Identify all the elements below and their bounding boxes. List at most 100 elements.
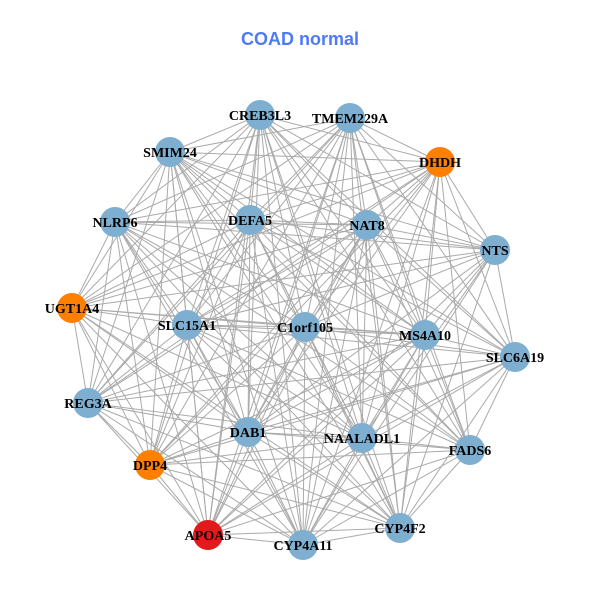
edge-SLC15A1-SLC6A19 (186, 324, 516, 358)
edge-CREB3L3-SMIM24 (169, 114, 261, 153)
edge-SLC15A1-REG3A (87, 324, 188, 404)
edge-NLRP6-C1orf105 (114, 221, 306, 328)
edge-DHDH-NTS (439, 161, 496, 251)
edge-SMIM24-CYP4F2 (169, 151, 401, 529)
edge-NLRP6-NTS (114, 221, 496, 251)
edge-NAT8-UGT1A4 (71, 224, 368, 309)
edge-CREB3L3-DHDH (259, 114, 441, 163)
node-label-FADS6: FADS6 (449, 444, 492, 459)
edge-NAT8-NTS (366, 224, 496, 251)
edge-UGT1A4-APOA5 (71, 307, 209, 536)
edge-SMIM24-NTS (169, 151, 496, 251)
node-DAB1 (233, 417, 263, 447)
edge-DHDH-SMIM24 (169, 151, 441, 163)
edge-UGT1A4-CYP4A11 (71, 307, 304, 546)
edge-MS4A10-REG3A (87, 334, 426, 404)
edge-MS4A10-SLC6A19 (424, 334, 516, 358)
edge-TMEM229A-CYP4A11 (302, 117, 351, 546)
node-NAALADL1 (347, 423, 377, 453)
node-NAT8 (352, 210, 382, 240)
edge-DAB1-CYP4A11 (247, 431, 304, 546)
edge-TMEM229A-DHDH (349, 117, 441, 163)
edge-SMIM24-NAALADL1 (169, 151, 363, 439)
edge-NLRP6-UGT1A4 (71, 221, 116, 309)
edge-NLRP6-CYP4F2 (114, 221, 401, 529)
edge-CREB3L3-FADS6 (259, 114, 471, 451)
edge-NTS-SLC15A1 (186, 249, 496, 326)
edge-SLC6A19-CYP4A11 (302, 356, 516, 546)
edge-DEFA5-CYP4F2 (249, 219, 401, 529)
edge-REG3A-CYP4A11 (87, 402, 304, 546)
node-SLC6A19 (500, 342, 530, 372)
edge-SLC15A1-DPP4 (149, 324, 188, 466)
edge-FADS6-CYP4F2 (399, 449, 471, 529)
edge-SMIM24-DPP4 (149, 151, 171, 466)
node-NLRP6 (100, 207, 130, 237)
edge-SMIM24-MS4A10 (169, 151, 426, 336)
node-CREB3L3 (245, 100, 275, 130)
edge-UGT1A4-REG3A (71, 307, 89, 404)
edge-APOA5-CYP4A11 (207, 534, 304, 546)
edge-SMIM24-CYP4A11 (169, 151, 304, 546)
edge-FADS6-DPP4 (149, 449, 471, 466)
edge-SLC6A19-FADS6 (469, 356, 516, 451)
edge-SLC15A1-DAB1 (186, 324, 249, 433)
edge-SMIM24-SLC6A19 (169, 151, 516, 358)
edge-DHDH-SLC6A19 (439, 161, 516, 358)
edge-SMIM24-REG3A (87, 151, 171, 404)
node-label-CYP4F2: CYP4F2 (374, 522, 425, 537)
node-DEFA5 (235, 205, 265, 235)
edge-TMEM229A-NAT8 (349, 117, 368, 226)
edge-DEFA5-UGT1A4 (71, 219, 251, 309)
edge-SMIM24-DEFA5 (169, 151, 251, 221)
node-MS4A10 (410, 320, 440, 350)
node-label-TMEM229A: TMEM229A (312, 112, 389, 127)
edge-SLC6A19-DAB1 (247, 356, 516, 433)
edge-NTS-APOA5 (207, 249, 496, 536)
node-label-UGT1A4: UGT1A4 (45, 302, 99, 317)
edge-SLC6A19-NAALADL1 (361, 356, 516, 439)
edge-NAALADL1-CYP4F2 (361, 437, 401, 529)
node-label-DPP4: DPP4 (133, 459, 167, 474)
edge-NAT8-APOA5 (207, 224, 368, 536)
edge-DAB1-APOA5 (207, 431, 249, 536)
node-label-CYP4A11: CYP4A11 (273, 539, 332, 554)
node-DPP4 (135, 450, 165, 480)
edge-DAB1-NAALADL1 (247, 431, 363, 439)
edge-NAALADL1-APOA5 (207, 437, 363, 536)
edge-SMIM24-FADS6 (169, 151, 471, 451)
edge-CREB3L3-DAB1 (247, 114, 261, 433)
edge-DHDH-NAT8 (366, 161, 441, 226)
node-CYP4F2 (385, 513, 415, 543)
edge-TMEM229A-NLRP6 (114, 117, 351, 223)
edge-CREB3L3-REG3A (87, 114, 261, 404)
edge-DEFA5-REG3A (87, 219, 251, 404)
edge-REG3A-CYP4F2 (87, 402, 401, 529)
edge-DPP4-APOA5 (149, 464, 209, 536)
edge-TMEM229A-REG3A (87, 117, 351, 404)
node-label-DHDH: DHDH (419, 156, 461, 171)
node-label-NAALADL1: NAALADL1 (324, 432, 400, 447)
node-DHDH (425, 147, 455, 177)
edge-MS4A10-DAB1 (247, 334, 426, 433)
edge-DPP4-CYP4A11 (149, 464, 304, 546)
node-label-SLC6A19: SLC6A19 (486, 351, 544, 366)
node-label-NAT8: NAT8 (349, 219, 385, 234)
edge-TMEM229A-C1orf105 (304, 117, 351, 328)
edge-NLRP6-SLC15A1 (114, 221, 188, 326)
edge-DEFA5-MS4A10 (249, 219, 426, 336)
edge-NAT8-CYP4F2 (366, 224, 401, 529)
edge-DPP4-CYP4F2 (149, 464, 401, 529)
edge-NLRP6-APOA5 (114, 221, 209, 536)
edge-DHDH-DEFA5 (249, 161, 441, 221)
edge-NAALADL1-CYP4A11 (302, 437, 363, 546)
node-label-C1orf105: C1orf105 (277, 321, 333, 336)
edge-CREB3L3-NTS (259, 114, 496, 251)
node-APOA5 (193, 520, 223, 550)
edge-SMIM24-DAB1 (169, 151, 249, 433)
node-label-NLRP6: NLRP6 (92, 216, 137, 231)
edge-TMEM229A-DAB1 (247, 117, 351, 433)
edge-MS4A10-APOA5 (207, 334, 426, 536)
